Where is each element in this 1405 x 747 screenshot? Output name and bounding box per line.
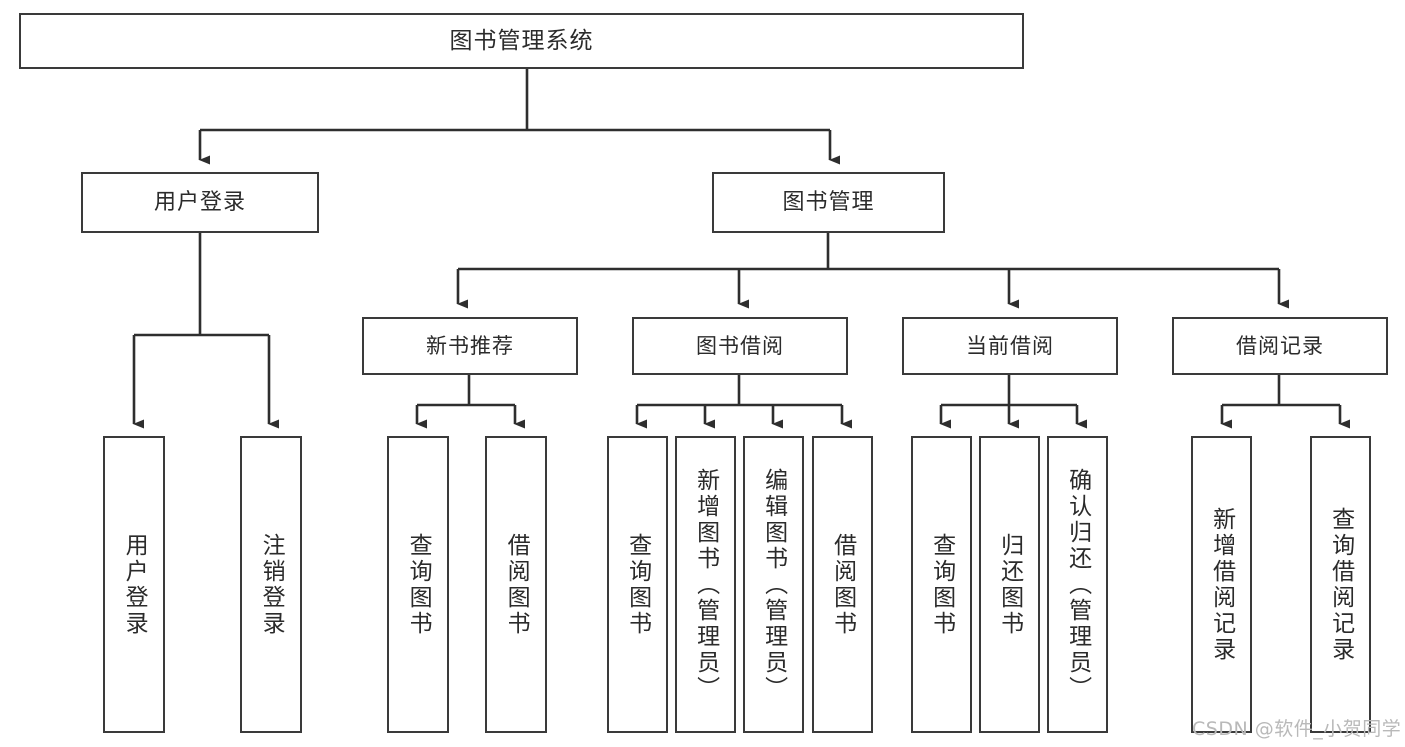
node-label: 归还图书 bbox=[996, 532, 1023, 637]
node-label: 借阅记录 bbox=[1236, 333, 1324, 358]
node-leaf-add-borrow-record[interactable]: 新增借阅记录 bbox=[1191, 436, 1252, 733]
node-leaf-edit-book[interactable]: 编辑图书（管理员） bbox=[743, 436, 804, 733]
node-leaf-borrow-book[interactable]: 借阅图书 bbox=[812, 436, 873, 733]
node-leaf-query-book-borrow[interactable]: 查询图书 bbox=[607, 436, 668, 733]
node-label: 查询图书 bbox=[928, 532, 955, 637]
node-leaf-logout[interactable]: 注销登录 bbox=[240, 436, 302, 733]
watermark-csdn: CSDN @软件_小贺同学 bbox=[1192, 718, 1402, 740]
node-root-book-management-system[interactable]: 图书管理系统 bbox=[19, 13, 1024, 69]
node-label: 用户登录 bbox=[153, 189, 246, 215]
node-label: 查询图书 bbox=[405, 532, 432, 637]
node-leaf-query-book-current[interactable]: 查询图书 bbox=[911, 436, 972, 733]
node-label: 新书推荐 bbox=[426, 333, 514, 358]
node-label: 用户登录 bbox=[121, 532, 148, 637]
node-label: 借阅图书 bbox=[829, 532, 856, 637]
node-leaf-add-book[interactable]: 新增图书（管理员） bbox=[675, 436, 736, 733]
node-book-borrow[interactable]: 图书借阅 bbox=[632, 317, 848, 375]
node-label: 新增借阅记录 bbox=[1208, 506, 1235, 663]
node-leaf-borrow-book-recommend[interactable]: 借阅图书 bbox=[485, 436, 547, 733]
node-label: 图书管理系统 bbox=[449, 27, 594, 54]
node-leaf-return-book[interactable]: 归还图书 bbox=[979, 436, 1040, 733]
node-leaf-user-login[interactable]: 用户登录 bbox=[103, 436, 165, 733]
node-borrow-record[interactable]: 借阅记录 bbox=[1172, 317, 1388, 375]
node-leaf-query-book-recommend[interactable]: 查询图书 bbox=[387, 436, 449, 733]
node-label: 新增图书（管理员） bbox=[692, 467, 719, 702]
node-current-borrow[interactable]: 当前借阅 bbox=[902, 317, 1118, 375]
node-label: 图书借阅 bbox=[696, 333, 784, 358]
node-label: 借阅图书 bbox=[503, 532, 530, 637]
node-label: 编辑图书（管理员） bbox=[760, 467, 787, 702]
node-label: 查询借阅记录 bbox=[1327, 506, 1354, 663]
node-label: 当前借阅 bbox=[966, 333, 1054, 358]
node-new-book-recommend[interactable]: 新书推荐 bbox=[362, 317, 578, 375]
node-label: 查询图书 bbox=[624, 532, 651, 637]
node-leaf-query-borrow-record[interactable]: 查询借阅记录 bbox=[1310, 436, 1371, 733]
node-book-management[interactable]: 图书管理 bbox=[712, 172, 945, 233]
node-leaf-confirm-return[interactable]: 确认归还（管理员） bbox=[1047, 436, 1108, 733]
node-label: 确认归还（管理员） bbox=[1064, 467, 1091, 702]
node-label: 注销登录 bbox=[258, 532, 285, 637]
node-label: 图书管理 bbox=[782, 189, 875, 215]
node-user-login[interactable]: 用户登录 bbox=[81, 172, 319, 233]
